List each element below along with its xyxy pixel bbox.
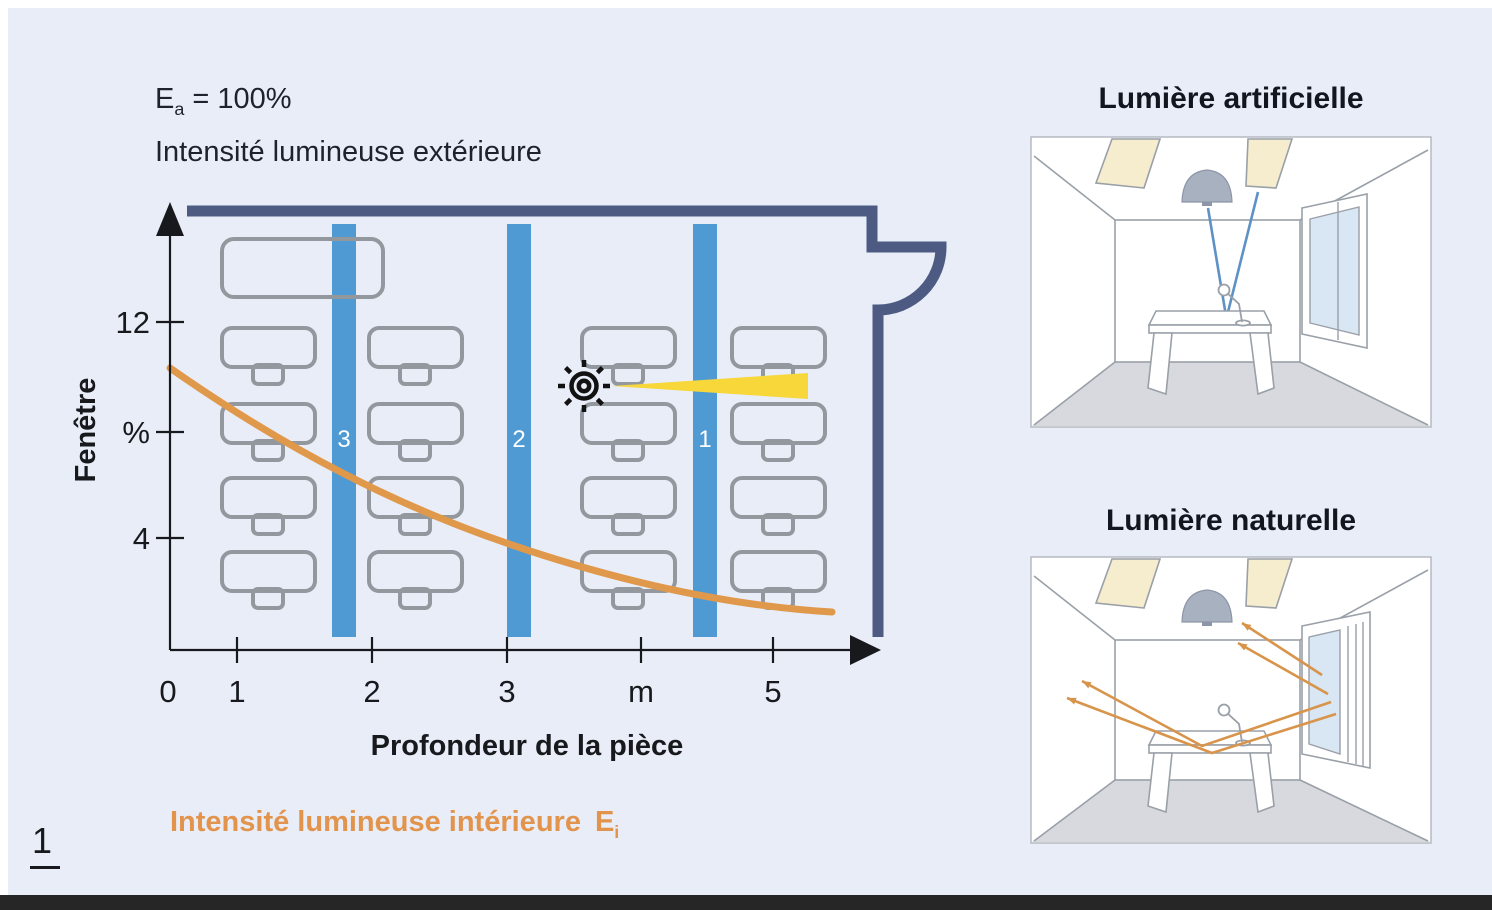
desk	[220, 326, 317, 386]
ceiling-panel-right	[1245, 558, 1294, 609]
exterior-intensity-label: Ea = 100% Intensité lumineuse extérieure	[155, 78, 542, 174]
light-beam	[612, 373, 808, 399]
y-tick-4: 4	[133, 521, 150, 556]
luminaire-row-3	[332, 224, 356, 637]
y-tick-12: 12	[116, 305, 150, 340]
y-unit: %	[122, 415, 150, 450]
desk	[367, 326, 464, 386]
ceiling-light-panels	[1094, 138, 1294, 189]
ceiling-sensor-icon	[1181, 589, 1233, 626]
artificial-light-illustration	[1030, 136, 1432, 428]
x-tick-5: 5	[764, 674, 781, 709]
desk	[367, 476, 464, 536]
x-tick-0: 0	[159, 674, 176, 709]
figure-number: 1	[30, 820, 61, 869]
desk	[580, 550, 677, 610]
y-axis	[156, 208, 184, 650]
interior-intensity-caption-text: Intensité lumineuse intérieure	[170, 806, 581, 838]
desk	[580, 402, 677, 462]
ceiling-panel-right	[1245, 138, 1294, 189]
desk	[367, 402, 464, 462]
ceiling-panel-left	[1094, 138, 1162, 189]
floor	[1032, 780, 1430, 842]
room-perspective-lines	[1033, 569, 1429, 842]
luminaire-row-1	[693, 224, 717, 637]
zone-label-1: 1	[698, 426, 711, 453]
desk	[220, 550, 317, 610]
interior-intensity-symbol: Ei	[594, 806, 620, 842]
y-tick-labels: 12 % 4	[116, 305, 150, 556]
x-tick-labels: 0 1 2 3 m 5	[159, 674, 781, 709]
artificial-light-title: Lumière artificielle	[1098, 82, 1364, 115]
exterior-intensity-text: Intensité lumineuse extérieure	[155, 135, 542, 168]
desk	[220, 476, 317, 536]
interior-intensity-caption: Intensité lumineuse intérieure Ei	[170, 806, 619, 843]
natural-light-title: Lumière naturelle	[1105, 504, 1357, 537]
desk-grid	[220, 237, 827, 610]
x-axis-title: Profondeur de la pièce	[371, 730, 684, 762]
x-axis-arrow	[850, 635, 881, 665]
desk	[730, 476, 827, 536]
desk-lamp-icon	[1217, 283, 1251, 327]
natural-light-rays	[1066, 621, 1337, 755]
natural-light-illustration	[1030, 556, 1432, 844]
room-outline	[187, 205, 947, 637]
luminaire-rows	[332, 224, 717, 637]
x-tick-1: 1	[228, 674, 245, 709]
ceiling-panel-left	[1094, 558, 1162, 609]
y-axis-title: Fenêtre	[70, 378, 102, 483]
desk	[580, 326, 677, 386]
floor	[1032, 362, 1430, 426]
ceiling-sensor-icon	[1181, 169, 1233, 206]
window	[1301, 193, 1368, 349]
page-bottom-rule	[0, 895, 1492, 910]
ceiling-light-panels	[1094, 558, 1294, 609]
daylight-chart: 3 2 1	[70, 202, 947, 762]
x-tick-m: m	[628, 674, 654, 709]
x-axis	[170, 637, 852, 663]
desk	[367, 550, 464, 610]
luminaire-row-2	[507, 224, 531, 637]
y-axis-arrow	[156, 202, 184, 236]
zone-label-3: 3	[337, 426, 350, 453]
desk	[730, 402, 827, 462]
desk	[580, 476, 677, 536]
window-open	[1301, 611, 1371, 769]
wide-desk	[220, 237, 385, 299]
zone-label-2: 2	[512, 426, 525, 453]
light-source-icon	[558, 360, 610, 412]
interior-intensity-curve	[166, 364, 836, 616]
exterior-intensity-formula: Ea = 100%	[155, 83, 292, 119]
zone-labels: 3 2 1	[337, 426, 711, 453]
x-tick-3: 3	[498, 674, 515, 709]
desk	[220, 402, 317, 462]
x-tick-2: 2	[363, 674, 380, 709]
artificial-light-rays	[1206, 191, 1260, 317]
